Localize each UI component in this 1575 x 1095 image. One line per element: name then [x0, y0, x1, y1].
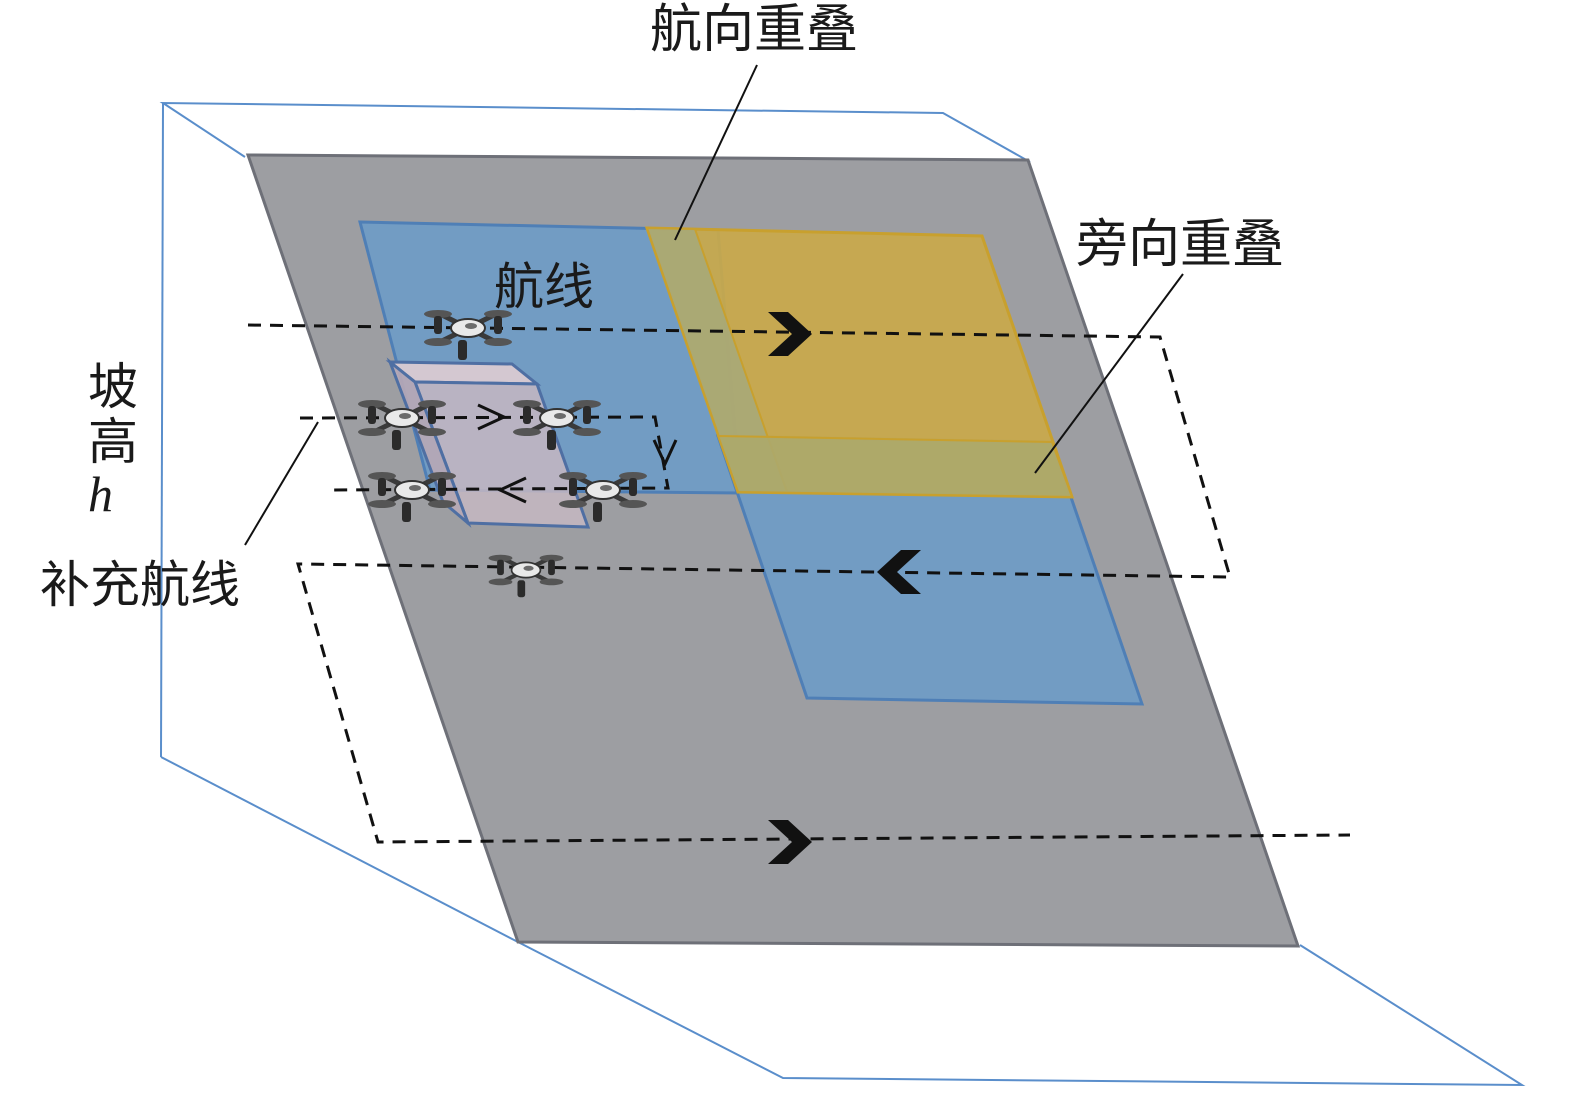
supplementary-line-label: 补充航线	[40, 556, 240, 614]
flight-route-main	[247, 323, 1351, 844]
flight-route-supplementary	[299, 415, 670, 492]
side-overlap-strip	[716, 434, 1074, 499]
supplementary-line-leader	[244, 421, 319, 546]
arrow-left-icon	[496, 476, 527, 504]
heading-overlap-label: 航向重叠	[650, 0, 858, 60]
side-overlap-leader	[1034, 273, 1184, 474]
flight-line-label: 航线	[494, 258, 594, 316]
chevron-left-icon	[877, 550, 921, 594]
side-overlap-label: 旁向重叠	[1076, 215, 1284, 275]
chevron-right-icon	[768, 312, 812, 356]
slope-height-label-char2: 高	[88, 413, 138, 471]
chevron-right-icon	[768, 820, 812, 864]
slope-box-outline	[159, 101, 1526, 1087]
slope-height-variable: h	[88, 466, 113, 522]
heading-overlap-leader	[674, 64, 758, 241]
arrow-right-icon	[477, 403, 508, 431]
arrow-down-icon	[652, 439, 678, 468]
slope-height-label-char1: 坡	[88, 358, 138, 416]
